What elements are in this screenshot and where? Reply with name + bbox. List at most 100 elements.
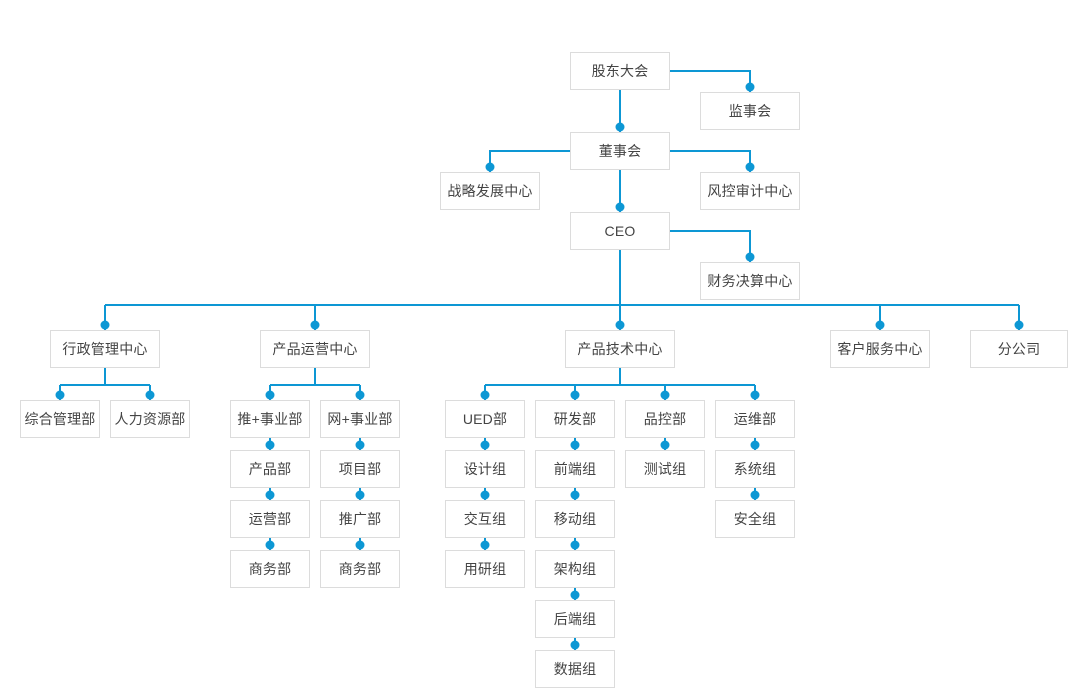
org-node-branch[interactable]: 分公司 — [970, 330, 1068, 368]
connector-dot-icon — [875, 320, 885, 330]
org-node-research-team[interactable]: 用研组 — [445, 550, 525, 588]
org-node-biz-dept-1[interactable]: 商务部 — [230, 550, 310, 588]
org-node-prodtech[interactable]: 产品技术中心 — [565, 330, 675, 368]
connector-line — [670, 150, 751, 172]
org-node-label: 数据组 — [553, 660, 597, 677]
org-node-biz-dept-2[interactable]: 商务部 — [320, 550, 400, 588]
org-node-board[interactable]: 董事会 — [570, 132, 670, 170]
connector-dot-icon — [265, 440, 275, 450]
org-node-label: 产品部 — [248, 460, 292, 477]
org-node-label: CEO — [604, 222, 636, 239]
org-node-hr[interactable]: 人力资源部 — [110, 400, 190, 438]
org-node-promo-dept[interactable]: 推广部 — [320, 500, 400, 538]
org-node-label: 安全组 — [733, 510, 777, 527]
org-node-label: 推广部 — [338, 510, 382, 527]
connector-dot-icon — [750, 390, 760, 400]
org-node-ued[interactable]: UED部 — [445, 400, 525, 438]
org-node-label: 客户服务中心 — [837, 340, 923, 357]
org-node-label: 设计组 — [463, 460, 507, 477]
connector-dot-icon — [145, 390, 155, 400]
connector-dot-icon — [615, 320, 625, 330]
org-node-riskaudit[interactable]: 风控审计中心 — [700, 172, 800, 210]
org-node-system-team[interactable]: 系统组 — [715, 450, 795, 488]
connector-dot-icon — [485, 162, 495, 172]
org-node-label: 运营部 — [248, 510, 292, 527]
org-node-ops-dept[interactable]: 运营部 — [230, 500, 310, 538]
connector-dot-icon — [310, 320, 320, 330]
connector-dot-icon — [355, 540, 365, 550]
org-node-label: 前端组 — [553, 460, 597, 477]
connector-dot-icon — [745, 162, 755, 172]
connector-dot-icon — [265, 490, 275, 500]
org-node-design-team[interactable]: 设计组 — [445, 450, 525, 488]
connector-dot-icon — [480, 490, 490, 500]
org-node-strategy[interactable]: 战略发展中心 — [440, 172, 540, 210]
org-node-ceo[interactable]: CEO — [570, 212, 670, 250]
org-node-wang-bu[interactable]: 网+事业部 — [320, 400, 400, 438]
org-node-label: 风控审计中心 — [707, 182, 793, 199]
connector-dot-icon — [100, 320, 110, 330]
org-node-label: 运维部 — [733, 410, 777, 427]
connector-dot-icon — [480, 440, 490, 450]
connector-dot-icon — [55, 390, 65, 400]
org-node-devops[interactable]: 运维部 — [715, 400, 795, 438]
connector-dot-icon — [615, 122, 625, 132]
org-node-label: 架构组 — [553, 560, 597, 577]
org-node-backend-team[interactable]: 后端组 — [535, 600, 615, 638]
org-node-label: 产品运营中心 — [272, 340, 358, 357]
org-node-custserv[interactable]: 客户服务中心 — [830, 330, 930, 368]
org-node-data-team[interactable]: 数据组 — [535, 650, 615, 688]
connector-dot-icon — [750, 440, 760, 450]
org-node-qc[interactable]: 品控部 — [625, 400, 705, 438]
org-node-product-dept[interactable]: 产品部 — [230, 450, 310, 488]
org-node-label: 董事会 — [598, 142, 642, 159]
connector-dot-icon — [570, 590, 580, 600]
connector-dot-icon — [355, 390, 365, 400]
org-node-label: 分公司 — [997, 340, 1041, 357]
org-node-rnd[interactable]: 研发部 — [535, 400, 615, 438]
org-node-shareholders[interactable]: 股东大会 — [570, 52, 670, 90]
org-node-label: 战略发展中心 — [447, 182, 533, 199]
connector-dot-icon — [570, 540, 580, 550]
org-node-general-mgmt[interactable]: 综合管理部 — [20, 400, 100, 438]
org-node-interaction-team[interactable]: 交互组 — [445, 500, 525, 538]
connector-dot-icon — [745, 82, 755, 92]
org-node-label: 网+事业部 — [327, 410, 393, 427]
org-node-supervisors[interactable]: 监事会 — [700, 92, 800, 130]
connector-dot-icon — [265, 390, 275, 400]
org-node-label: 品控部 — [643, 410, 687, 427]
org-node-arch-team[interactable]: 架构组 — [535, 550, 615, 588]
connector-dot-icon — [615, 202, 625, 212]
org-node-label: 行政管理中心 — [62, 340, 148, 357]
org-node-security-team[interactable]: 安全组 — [715, 500, 795, 538]
org-node-mobile-team[interactable]: 移动组 — [535, 500, 615, 538]
connector-dot-icon — [660, 390, 670, 400]
org-node-label: UED部 — [462, 410, 508, 427]
org-node-tui-bu[interactable]: 推+事业部 — [230, 400, 310, 438]
org-node-finance[interactable]: 财务决算中心 — [700, 262, 800, 300]
org-node-test-team[interactable]: 测试组 — [625, 450, 705, 488]
org-node-prodops[interactable]: 产品运营中心 — [260, 330, 370, 368]
org-node-label: 交互组 — [463, 510, 507, 527]
org-node-label: 产品技术中心 — [577, 340, 663, 357]
connector-dot-icon — [570, 390, 580, 400]
org-node-label: 移动组 — [553, 510, 597, 527]
org-node-label: 人力资源部 — [114, 410, 186, 427]
connector-dot-icon — [745, 252, 755, 262]
org-node-label: 商务部 — [338, 560, 382, 577]
connector-line — [670, 70, 751, 92]
connector-dot-icon — [355, 440, 365, 450]
org-node-label: 财务决算中心 — [707, 272, 793, 289]
connector-dot-icon — [480, 540, 490, 550]
connector-dot-icon — [750, 490, 760, 500]
connector-dot-icon — [660, 440, 670, 450]
org-node-frontend-team[interactable]: 前端组 — [535, 450, 615, 488]
org-node-label: 监事会 — [728, 102, 772, 119]
org-node-project-dept[interactable]: 项目部 — [320, 450, 400, 488]
org-node-label: 推+事业部 — [237, 410, 303, 427]
org-node-admin[interactable]: 行政管理中心 — [50, 330, 160, 368]
org-node-label: 系统组 — [733, 460, 777, 477]
org-node-label: 测试组 — [643, 460, 687, 477]
org-node-label: 研发部 — [553, 410, 597, 427]
